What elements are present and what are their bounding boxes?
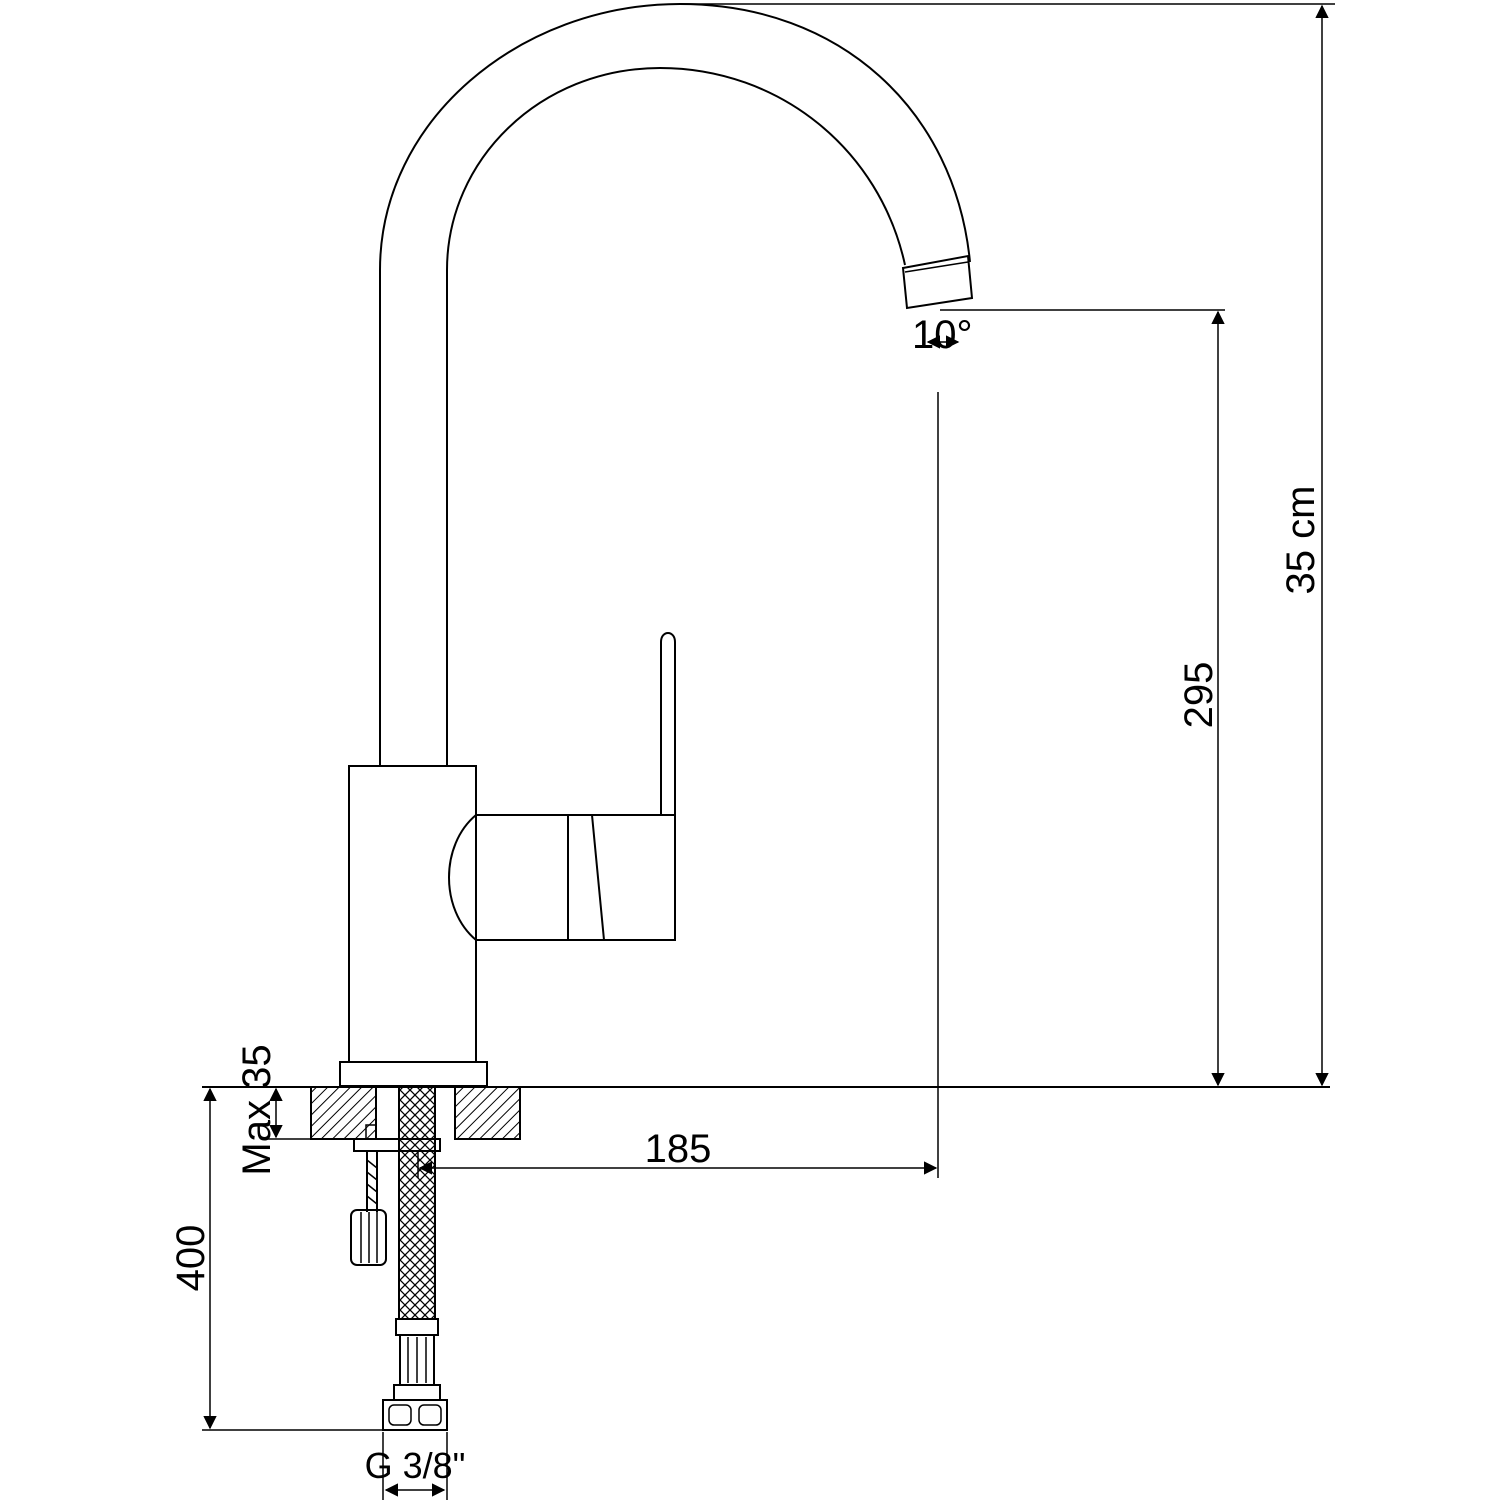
countertop-section (202, 1086, 1330, 1140)
supply-hose (382, 1086, 448, 1431)
dim-total-height: 35 cm (680, 3, 1335, 1087)
faucet-body (339, 765, 488, 1087)
dim-max-thickness: Max 35 (235, 1044, 311, 1176)
faucet-spout (379, 2, 974, 765)
dim-thread: G 3/8" (365, 1432, 466, 1500)
angle-label: 10° (912, 313, 973, 357)
dim-spout-height: 295 (940, 309, 1225, 1087)
thread-label: G 3/8" (365, 1445, 466, 1486)
lever-handle (448, 632, 676, 941)
spout-height-label: 295 (1177, 662, 1221, 729)
max-thickness-label: Max 35 (235, 1044, 279, 1175)
reach-label: 185 (645, 1127, 712, 1171)
dim-reach: 185 (417, 392, 939, 1178)
mounting-stud (350, 1124, 441, 1266)
hose-length-label: 400 (169, 1225, 213, 1292)
total-height-label: 35 cm (1279, 486, 1323, 595)
dim-hose-length: 400 (169, 1087, 383, 1431)
dim-angle: 10° (912, 313, 973, 357)
